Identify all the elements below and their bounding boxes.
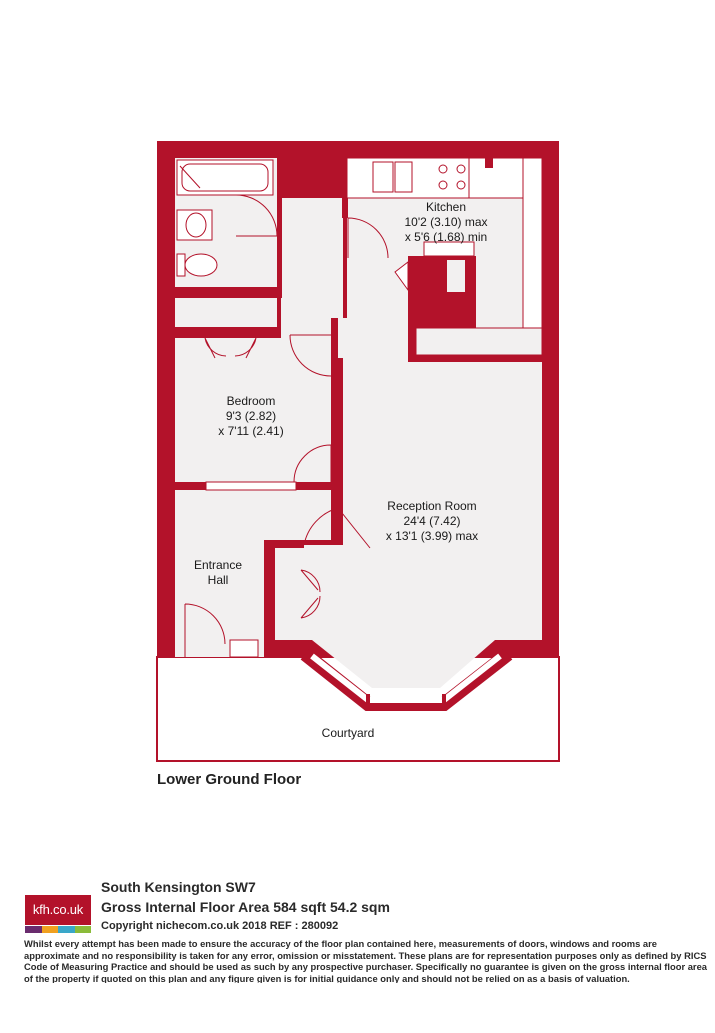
courtyard-name: Courtyard [321,726,375,740]
wall-riser-inner [447,260,465,292]
logo-stripe-orange [41,926,58,933]
bedroom-floor [175,338,331,482]
wc-cistern [176,253,186,277]
reception-dim1: 24'4 (7.42) [403,514,461,528]
hob-ring-1 [438,164,448,174]
front-door [184,603,226,657]
entrance-floor [175,490,331,540]
reception-label: Reception Room 24'4 (7.42) x 13'1 (3.99)… [372,499,492,544]
bedroom-label: Bedroom 9'3 (2.82) x 7'11 (2.41) [196,394,306,439]
sink-drainer [394,161,413,193]
entrance-name2: Hall [207,573,229,587]
sink [372,161,394,193]
bedroom-dim1: 9'3 (2.82) [225,409,277,423]
kitchen-post [485,158,493,168]
bedroom-window [205,481,297,491]
disclaimer: Whilst every attempt has been made to en… [24,938,708,983]
cupboard-door-top [300,569,321,593]
entrance-label: Entrance Hall [183,558,253,588]
bathtub-inner [181,163,269,192]
bedroom-door-top [289,334,332,377]
wall-bed-reception [331,318,338,508]
hob-ring-3 [438,180,448,190]
wall-lobby-bottom [175,327,277,338]
reception-dim2: x 13'1 (3.99) max [385,529,479,543]
bay-window-glass [310,653,502,703]
kitchen-name: Kitchen [425,200,467,214]
cupboard-door-bottom [300,595,321,619]
wardrobe-door-left [204,337,227,359]
reception-door [303,507,371,549]
reception-link-floor [343,318,348,548]
bedroom-dim2: x 7'11 (2.41) [218,424,284,438]
bedroom-door-bottom [293,444,332,483]
kitchen-dim2: x 5'6 (1.68) min [404,230,488,244]
kitchen-dim1: 10'2 (3.10) max [404,215,488,229]
kitchen-door [347,217,389,259]
front-door-gap [186,650,226,657]
hob-ring-2 [456,164,466,174]
kitchen-right-column [522,157,543,329]
copyright-line: Copyright nichecom.co.uk 2018 REF : 2800… [101,920,339,932]
kfh-logo[interactable]: kfh.co.uk [25,895,91,933]
wardrobe-lobby [175,298,277,327]
floor-title: Lower Ground Floor [157,771,302,788]
wall-cupboard-left [264,540,275,640]
wc-bowl [184,253,218,277]
bathroom-door [235,194,278,237]
logo-stripe-purple [25,926,42,933]
cupboard [275,548,301,638]
bedroom-name: Bedroom [226,394,276,408]
wall-corridor-kitchen [342,158,348,218]
basin [185,212,207,238]
reception-floor [300,256,542,688]
shower-screen [179,165,201,189]
logo-stripes [25,926,91,933]
cupboard-door-kitchen [394,260,409,292]
logo-stripe-blue [58,926,75,933]
wall-cupboard-top [264,540,304,548]
kitchen-label: Kitchen 10'2 (3.10) max x 5'6 (1.68) min [386,200,506,245]
logo-text: kfh.co.uk [25,895,91,925]
hob-ring-4 [456,180,466,190]
property-address: South Kensington SW7 [101,879,256,895]
wall-kitchen-stub [415,327,543,356]
logo-stripe-green [74,926,91,933]
kitchen-bar [423,241,475,257]
reception-name: Reception Room [387,499,477,513]
floor-area: Gross Internal Floor Area 584 sqft 54.2 … [101,899,390,915]
entrance-window [229,639,259,658]
kitchen-worktop-right [468,157,524,199]
wardrobe-door-right [234,337,257,359]
wall-bath-corridor [277,158,282,298]
entrance-floor-lower [175,540,264,657]
entrance-name: Entrance [193,558,243,572]
courtyard-label: Courtyard [308,726,388,741]
